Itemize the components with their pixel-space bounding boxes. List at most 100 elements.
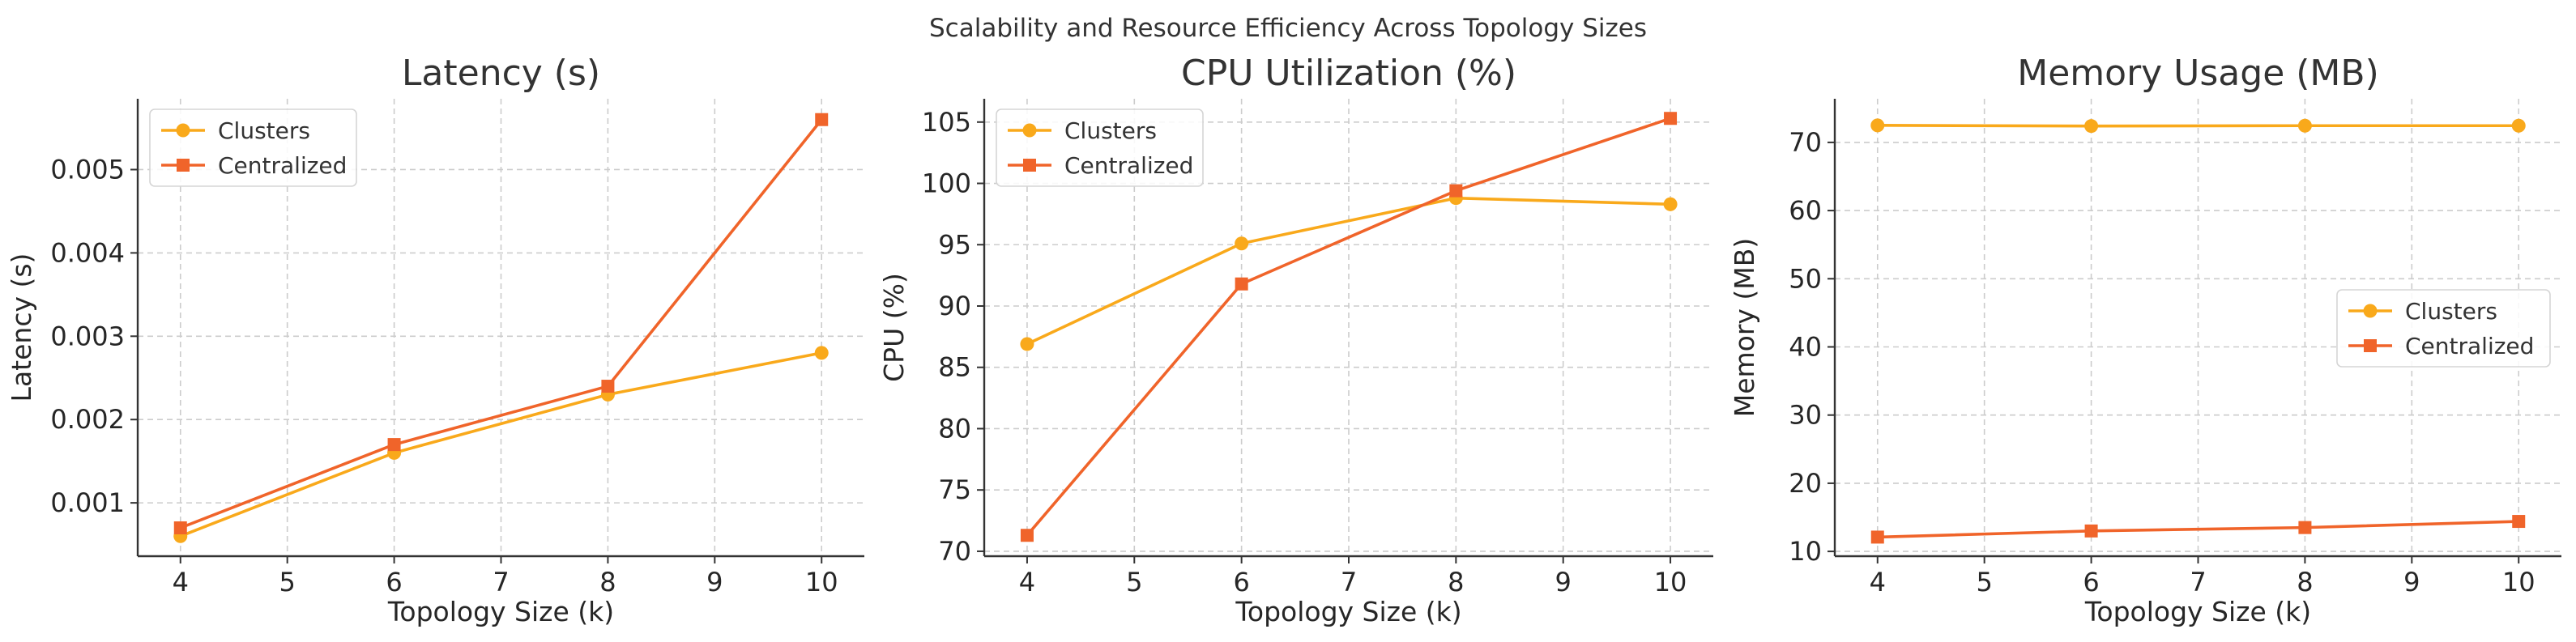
legend-label-centralized: Centralized: [218, 152, 347, 179]
y-tick-label: 95: [938, 229, 971, 260]
x-tick-label: 7: [1341, 567, 1357, 597]
y-tick-label: 20: [1789, 468, 1822, 499]
data-point-clusters: [2511, 118, 2526, 133]
data-point-centralized: [1664, 112, 1678, 125]
x-tick-label: 6: [1233, 567, 1249, 597]
y-tick-label: 0.005: [50, 154, 125, 185]
x-tick-label: 8: [2297, 567, 2313, 597]
legend-marker-centralized: [1023, 159, 1036, 172]
x-tick-label: 4: [1019, 567, 1035, 597]
data-point-centralized: [1449, 184, 1463, 198]
subplot-title: CPU Utilization (%): [1181, 53, 1516, 94]
data-point-centralized: [1235, 277, 1248, 291]
legend-label-centralized: Centralized: [2405, 333, 2534, 359]
y-tick-label: 100: [922, 168, 971, 199]
data-point-clusters: [1235, 236, 1249, 251]
data-point-centralized: [173, 521, 187, 535]
y-tick-label: 0.002: [50, 404, 125, 435]
y-tick-label: 30: [1789, 400, 1822, 431]
y-tick-label: 10: [1789, 536, 1822, 567]
x-axis-label: Topology Size (k): [2084, 596, 2311, 627]
series-line-clusters: [1026, 196, 1671, 346]
x-tick-label: 9: [706, 567, 723, 597]
data-point-centralized: [2298, 521, 2312, 534]
x-tick-label: 10: [1654, 567, 1687, 597]
subplot-2: 4 5 6 7 8 9 10 70 75 80 85 90 95 100 105 CPU Utilizatio…: [878, 53, 1713, 627]
legend-marker-centralized: [2364, 339, 2377, 352]
x-tick-label: 10: [805, 567, 838, 597]
legend-marker-clusters: [176, 123, 190, 138]
x-tick-label: 6: [386, 567, 402, 597]
y-tick-label: 105: [922, 107, 971, 138]
legend-label-centralized: Centralized: [1064, 152, 1193, 179]
x-axis-label: Topology Size (k): [387, 596, 614, 627]
legend-label-clusters: Clusters: [2405, 298, 2497, 325]
y-axis-label: Memory (MB): [1729, 238, 1760, 418]
x-tick-label: 5: [1976, 567, 1992, 597]
y-tick-label: 75: [938, 474, 971, 505]
data-point-centralized: [387, 438, 401, 452]
data-point-centralized: [601, 380, 615, 393]
y-tick-label: 70: [1789, 127, 1822, 158]
subplot-title: Latency (s): [402, 53, 600, 94]
x-tick-label: 6: [2083, 567, 2099, 597]
series-line-centralized: [180, 118, 823, 529]
y-tick-label: 0.001: [50, 487, 125, 518]
series-line-centralized: [1026, 117, 1671, 537]
data-point-clusters: [2084, 119, 2099, 134]
legend-box: [149, 108, 357, 187]
legend-marker-clusters: [1022, 123, 1037, 138]
x-tick-label: 7: [2190, 567, 2206, 597]
y-tick-label: 0.003: [50, 321, 125, 351]
y-tick-label: 0.004: [50, 237, 125, 268]
x-tick-label: 4: [1870, 567, 1886, 597]
y-tick-label: 70: [938, 536, 971, 567]
x-tick-label: 9: [1555, 567, 1572, 597]
x-tick-label: 8: [599, 567, 616, 597]
x-tick-label: 9: [2403, 567, 2420, 597]
x-tick-label: 4: [173, 567, 189, 597]
series-line-clusters: [1877, 124, 2519, 128]
subplot-title: Memory Usage (MB): [2017, 53, 2379, 94]
series-line-clusters: [180, 351, 822, 538]
data-point-centralized: [1020, 529, 1034, 542]
legend-box: [996, 108, 1204, 187]
data-point-centralized: [815, 113, 829, 126]
y-tick-label: 85: [938, 352, 971, 383]
data-point-clusters: [814, 346, 829, 360]
data-point-clusters: [1870, 118, 1885, 133]
legend-marker-clusters: [2363, 304, 2378, 318]
x-axis-label: Topology Size (k): [1235, 596, 1461, 627]
legend-label-clusters: Clusters: [1064, 117, 1157, 144]
x-tick-label: 8: [1448, 567, 1464, 597]
y-tick-label: 90: [938, 291, 971, 321]
data-point-centralized: [2512, 515, 2526, 529]
data-point-clusters: [1020, 337, 1034, 351]
series-line-centralized: [1877, 520, 2519, 539]
data-point-centralized: [1870, 530, 1884, 544]
y-tick-label: 50: [1789, 263, 1822, 294]
y-tick-label: 40: [1789, 331, 1822, 362]
figure-suptitle: Scalability and Resource Efficiency Acro…: [929, 14, 1647, 43]
y-axis-label: Latency (s): [6, 253, 37, 402]
legend-box: [2336, 289, 2551, 368]
y-axis-label: CPU (%): [878, 273, 910, 382]
x-tick-label: 5: [279, 567, 295, 597]
x-tick-label: 7: [493, 567, 509, 597]
data-point-clusters: [2297, 118, 2312, 133]
legend-marker-centralized: [177, 159, 190, 172]
legend-label-clusters: Clusters: [218, 117, 310, 144]
y-tick-label: 60: [1789, 195, 1822, 226]
y-tick-label: 80: [938, 413, 971, 444]
x-tick-label: 10: [2502, 567, 2535, 597]
data-point-centralized: [2084, 524, 2098, 538]
subplot-3: 4 5 6 7 8 9 10 10 20 30 40 50 60 70 Memory Usage (MB) T…: [1729, 53, 2561, 627]
x-tick-label: 5: [1126, 567, 1142, 597]
data-point-clusters: [1663, 197, 1678, 211]
